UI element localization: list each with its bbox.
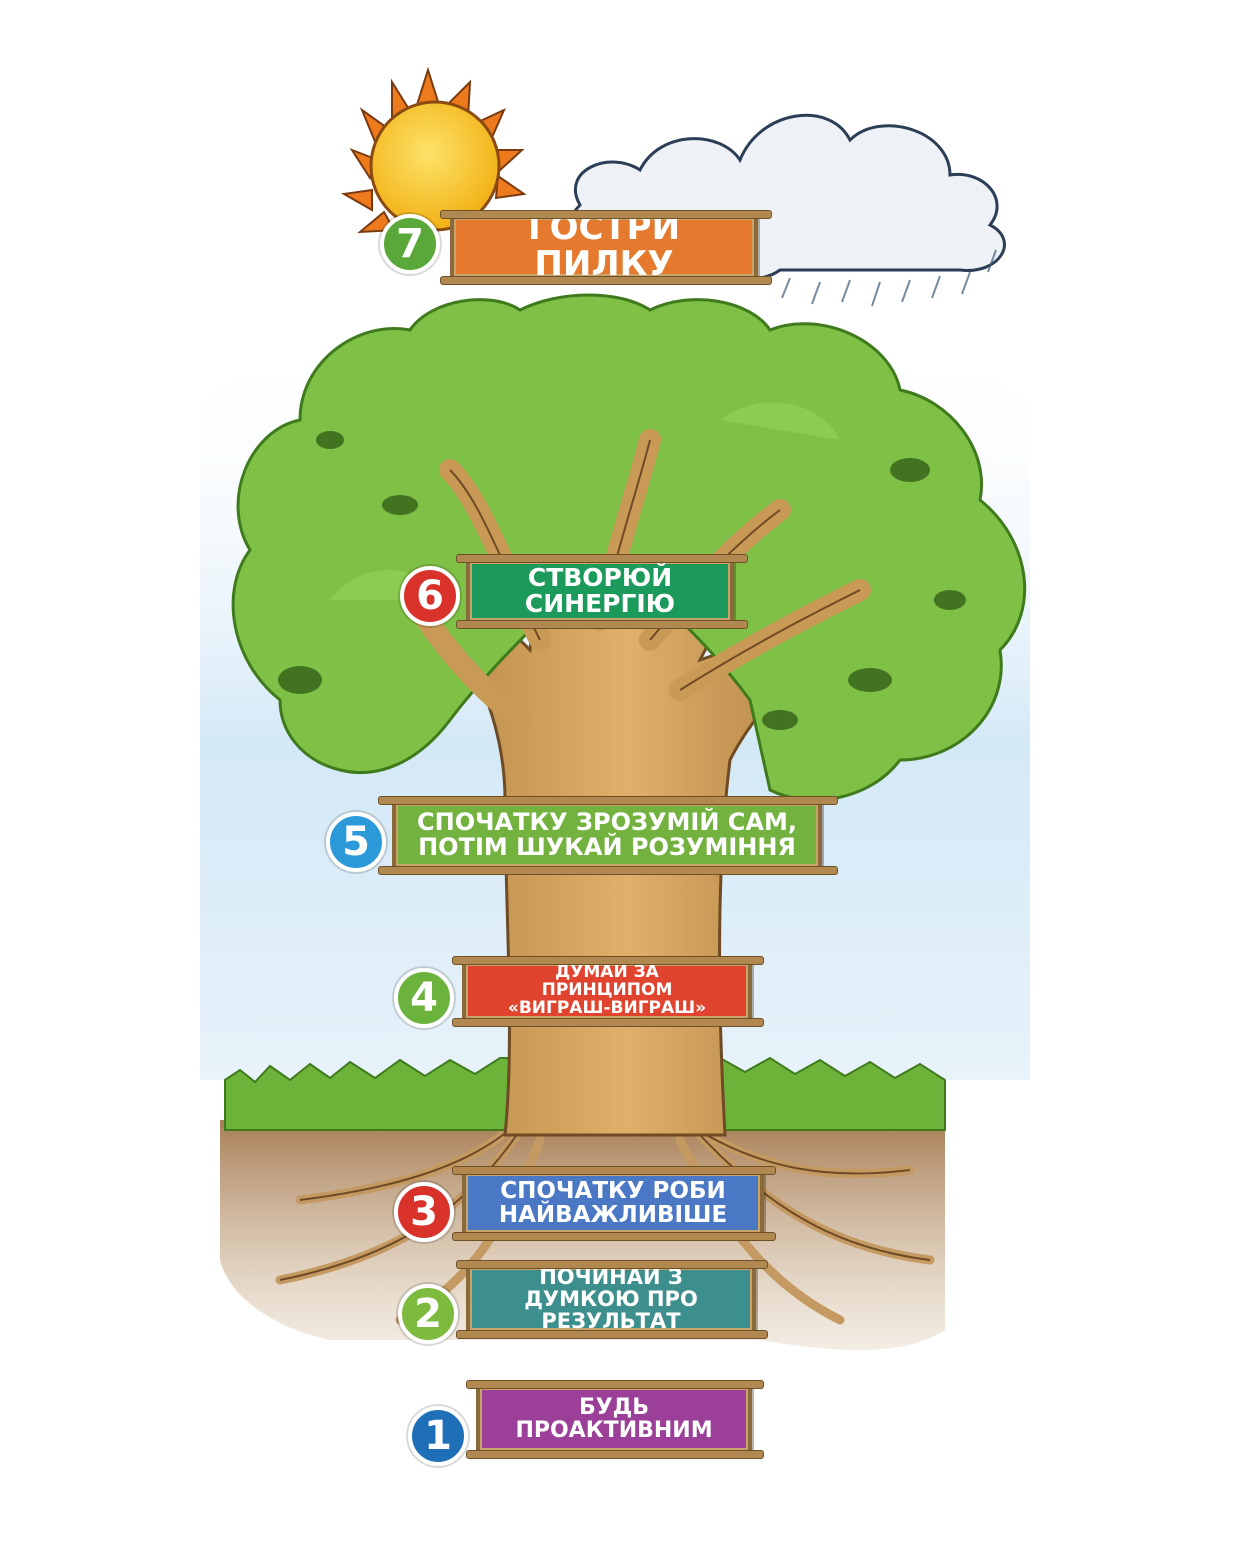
frame-stick bbox=[452, 956, 764, 965]
habit-7-label: ГОСТРИ ПИЛКУ bbox=[527, 208, 681, 284]
frame-stick bbox=[440, 210, 772, 219]
frame-stick bbox=[466, 1450, 764, 1459]
sun-icon bbox=[340, 66, 527, 234]
frame-stick bbox=[456, 554, 748, 563]
frame-stick bbox=[378, 796, 838, 805]
frame-stick bbox=[452, 1232, 776, 1241]
frame-stick bbox=[378, 866, 838, 875]
habit-3-label: СПОЧАТКУ РОБИ НАЙВАЖЛИВІШЕ bbox=[498, 1177, 728, 1228]
frame-stick bbox=[440, 276, 772, 285]
habit-4-sign: ДУМАЙ ЗА ПРИНЦИПОМ «ВИГРАШ-ВИГРАШ» bbox=[462, 960, 752, 1022]
frame-stick bbox=[466, 1380, 764, 1389]
habit-7-number: 7 bbox=[380, 214, 440, 274]
frame-stick bbox=[456, 1260, 768, 1269]
habit-2-sign: ПОЧИНАЙ З ДУМКОЮ ПРО РЕЗУЛЬТАТ bbox=[466, 1264, 756, 1334]
habit-5-label: СПОЧАТКУ ЗРОЗУМІЙ САМ, ПОТІМ ШУКАЙ РОЗУМ… bbox=[417, 807, 797, 861]
habit-6-label: СТВОРЮЙ СИНЕРГІЮ bbox=[524, 562, 676, 618]
habit-4-label: ДУМАЙ ЗА ПРИНЦИПОМ «ВИГРАШ-ВИГРАШ» bbox=[507, 962, 707, 1018]
frame-stick bbox=[452, 1018, 764, 1027]
habit-1-number: 1 bbox=[408, 1406, 468, 1466]
habit-3-number: 3 bbox=[394, 1182, 454, 1242]
habit-6-number: 6 bbox=[400, 566, 460, 626]
frame-stick bbox=[456, 620, 748, 629]
habit-1-label: БУДЬ ПРОАКТИВНИМ bbox=[515, 1394, 713, 1443]
habit-2-number: 2 bbox=[398, 1284, 458, 1344]
frame-stick bbox=[456, 1330, 768, 1339]
habit-3-sign: СПОЧАТКУ РОБИ НАЙВАЖЛИВІШЕ bbox=[462, 1170, 764, 1236]
habit-1-sign: БУДЬ ПРОАКТИВНИМ bbox=[476, 1384, 752, 1454]
habit-6-sign: СТВОРЮЙ СИНЕРГІЮ bbox=[466, 558, 734, 624]
habit-7-sign: ГОСТРИ ПИЛКУ bbox=[450, 208, 758, 284]
habit-5-number: 5 bbox=[326, 812, 386, 872]
habit-4-number: 4 bbox=[394, 968, 454, 1028]
habit-5-sign: СПОЧАТКУ ЗРОЗУМІЙ САМ, ПОТІМ ШУКАЙ РОЗУМ… bbox=[392, 800, 822, 870]
habit-2-label: ПОЧИНАЙ З ДУМКОЮ ПРО РЕЗУЛЬТАТ bbox=[524, 1264, 698, 1334]
frame-stick bbox=[452, 1166, 776, 1175]
